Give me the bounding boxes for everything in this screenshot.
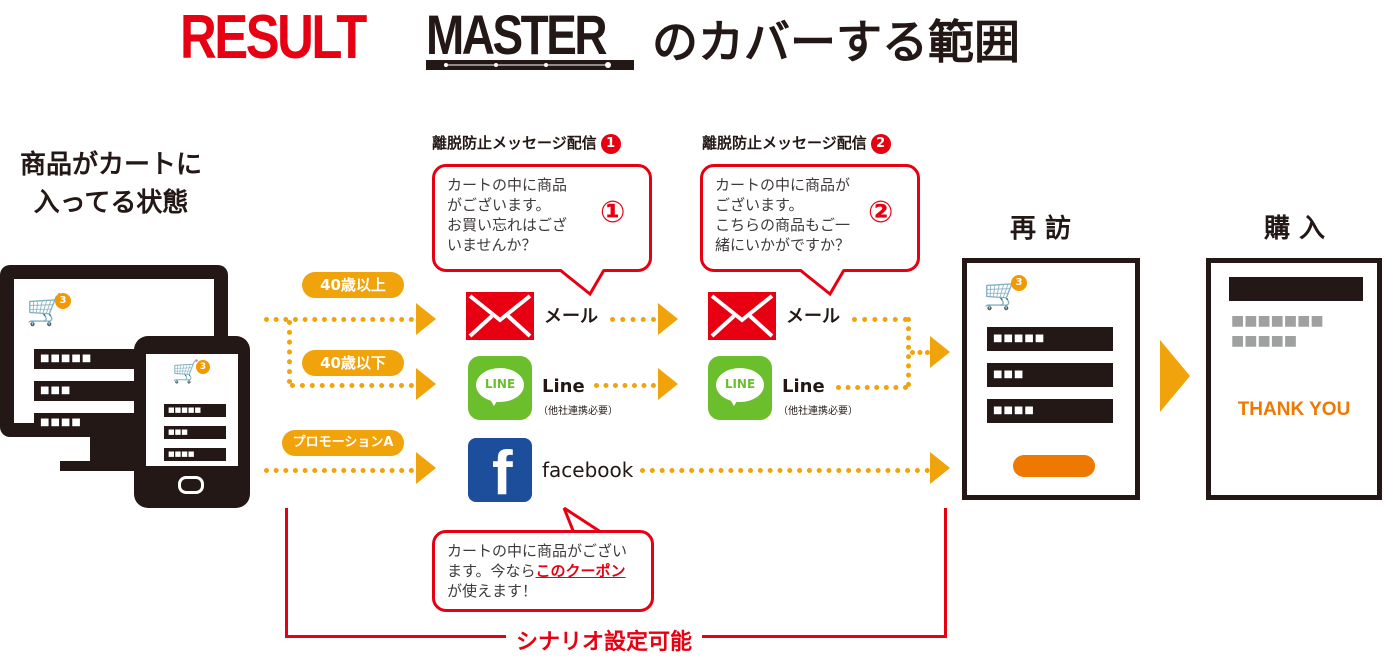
flow-line — [290, 383, 414, 388]
line-note: （他社連携必要） — [778, 406, 858, 417]
purchase-label: 購 入 — [1264, 214, 1326, 244]
flow-arrow — [658, 303, 678, 335]
scenario-bracket — [285, 508, 947, 638]
smartphone: 🛒 3 ■■■■■ ■■■ ■■■■ — [134, 336, 250, 508]
facebook-label: facebook — [542, 458, 634, 482]
revisit-label: 再 訪 — [1010, 214, 1072, 244]
cart-item-bar: ■■■■ — [164, 448, 226, 461]
mail-label: メール — [786, 306, 840, 327]
cart-item-bar: ■■■ — [164, 426, 226, 439]
step2-number-badge: 2 — [870, 133, 891, 154]
flow-line — [640, 468, 930, 473]
mail-icon — [466, 292, 534, 340]
revisit-cart-page: 🛒 3 ■■■■■ ■■■ ■■■■ — [962, 258, 1140, 500]
mail-label: メール — [544, 306, 598, 327]
coupon-link[interactable]: このクーポン — [535, 562, 626, 580]
coupon-message-bubble: カートの中に商品がござい ます。今ならこのクーポン が使えます！ — [432, 530, 654, 612]
flow-arrow — [930, 452, 950, 484]
placeholder-text: ■■■■■■■ — [1231, 313, 1324, 329]
bubble-tail — [560, 268, 606, 297]
cart-item-bar: ■■■■■ — [987, 327, 1113, 351]
segment-age-under-40: 40歳以下 — [302, 350, 404, 376]
cart-icon: 🛒 — [172, 360, 200, 385]
flow-line — [264, 468, 414, 473]
line-note: （他社連携必要） — [538, 406, 618, 417]
flow-arrow — [658, 368, 678, 400]
title-text: のカバーする範囲 — [652, 15, 1020, 69]
cart-badge: 3 — [55, 293, 71, 309]
line-label: Line — [782, 376, 825, 397]
cart-item-bar: ■■■ — [34, 381, 138, 401]
flow-arrow — [416, 303, 436, 335]
thank-you-text: THANK YOU — [1237, 399, 1351, 420]
segment-promotion-a: プロモーションA — [282, 430, 404, 456]
line-app-icon: LINE — [708, 356, 772, 420]
flow-line — [852, 317, 908, 322]
step1-message-bubble: カートの中に商品 がございます。 お買い忘れはござ いませんか？ — [432, 164, 652, 272]
segment-age-over-40: 40歳以上 — [302, 272, 404, 298]
flow-arrow — [930, 336, 950, 368]
purchase-complete-page: ■■■■■■■ ■■■■■ THANK YOU — [1206, 258, 1382, 500]
line-app-icon: LINE — [468, 356, 532, 420]
facebook-app-icon: f — [468, 438, 532, 502]
page-title: RESULT MASTER のカバーする範囲 — [180, 3, 1180, 76]
cart-badge: 3 — [196, 360, 210, 374]
cart-item-bar: ■■■■■ — [34, 349, 138, 369]
flow-arrow — [416, 452, 436, 484]
cart-item-bar: ■■■ — [987, 363, 1113, 387]
flow-arrow — [416, 368, 436, 400]
flow-line — [264, 317, 414, 322]
page-header-bar — [1229, 277, 1363, 301]
line-label: Line — [542, 376, 585, 397]
flow-line — [610, 317, 656, 322]
scenario-label: シナリオ設定可能 — [506, 624, 703, 656]
placeholder-text: ■■■■■ — [1231, 333, 1298, 349]
flow-line — [594, 383, 656, 388]
cart-state-line1: 商品がカートに — [19, 150, 202, 180]
step2-message-bubble: カートの中に商品が ございます。 こちらの商品もご一 緒にいかがですか？ — [700, 164, 920, 272]
bubble-tail — [800, 268, 846, 297]
cart-state-label: 商品がカートに 入ってる状態 — [0, 146, 222, 222]
cart-item-bar: ■■■■ — [34, 413, 138, 433]
flow-line — [906, 317, 911, 387]
flow-line — [910, 350, 930, 355]
step2-circled-number: ② — [868, 195, 894, 230]
flow-arrow — [1160, 340, 1190, 412]
checkout-button[interactable] — [1013, 455, 1095, 477]
logo-result: RESULT — [180, 3, 367, 72]
step1-number-badge: 1 — [600, 133, 621, 154]
cart-item-bar: ■■■■ — [987, 399, 1113, 423]
cart-badge: 3 — [1011, 275, 1027, 291]
flow-line — [836, 385, 908, 390]
logo-circuit-line — [426, 60, 634, 70]
step1-circled-number: ① — [600, 195, 626, 230]
mail-icon — [708, 292, 776, 340]
flow-line — [287, 320, 292, 384]
cart-state-line2: 入ってる状態 — [33, 188, 189, 218]
logo-master: MASTER — [426, 3, 608, 66]
cart-item-bar: ■■■■■ — [164, 404, 226, 417]
